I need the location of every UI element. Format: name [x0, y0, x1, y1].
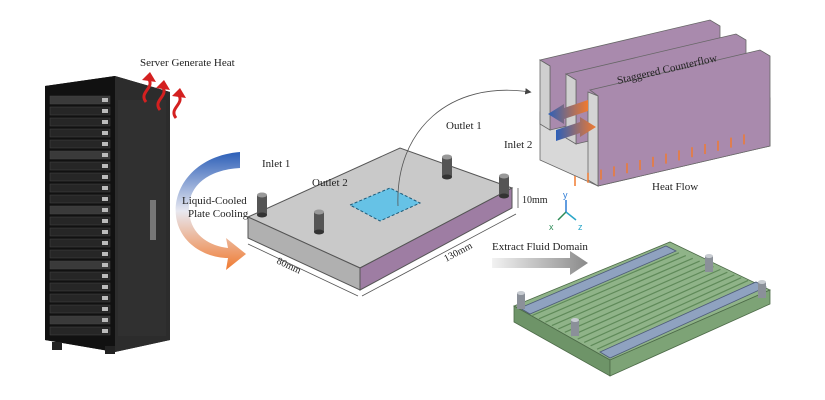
inlet-1-pipe: [257, 192, 267, 218]
rack-unit: [49, 249, 111, 259]
server-heat-label: Server Generate Heat: [140, 57, 235, 69]
rack-led: [102, 153, 108, 157]
rack-unit: [49, 326, 111, 336]
rack-unit: [49, 227, 111, 237]
axis-y-label: y: [563, 190, 568, 200]
rack-led: [102, 318, 108, 322]
rack-led: [102, 120, 108, 124]
fluid-channel: [564, 266, 714, 333]
rack-unit: [49, 128, 111, 138]
outlet-2-pipe: [314, 209, 324, 235]
dim-height-label: 10mm: [522, 195, 548, 206]
heat-flow-label: Heat Flow: [652, 181, 698, 193]
fluid-pipe-4: [758, 280, 766, 298]
server-rack: [45, 76, 170, 354]
fluid-channel: [570, 268, 721, 337]
rack-led: [102, 285, 108, 289]
rack-unit: [49, 139, 111, 149]
fluid-channel: [545, 257, 694, 323]
rack-unit: [49, 271, 111, 281]
rack-led: [102, 98, 108, 102]
rack-unit: [49, 117, 111, 127]
fluid-channel: [551, 260, 700, 327]
axis-x-label: x: [549, 222, 554, 232]
fluid-channel: [532, 252, 680, 316]
rack-led: [102, 274, 108, 278]
inlet-2-pipe: [499, 173, 509, 199]
extract-label: Extract Fluid Domain: [492, 241, 588, 253]
fluid-channel: [590, 277, 742, 347]
rack-unit: [49, 95, 111, 105]
fluid-channel: [583, 274, 735, 344]
rack-unit: [49, 260, 111, 270]
rack-led: [102, 109, 108, 113]
rack-unit: [49, 106, 111, 116]
fluid-channel: [596, 279, 749, 350]
heat-arrows: [142, 72, 186, 119]
axis-triad: [557, 200, 577, 221]
fluid-channel: [538, 254, 687, 320]
rack-led: [102, 197, 108, 201]
fluid-pipe-2: [705, 254, 713, 272]
rack-unit: [49, 238, 111, 248]
rack-led: [102, 175, 108, 179]
cooling-label-line2: Plate Cooling: [188, 208, 249, 220]
heat-flow-ticks: [574, 134, 745, 186]
dim-length-label: 130mm: [442, 240, 474, 264]
rack-unit: [49, 205, 111, 215]
heat-source-zone: [348, 187, 422, 222]
axis-z-label: z: [578, 222, 583, 232]
rack-led: [102, 230, 108, 234]
fluid-channel: [558, 263, 707, 330]
rack-unit: [49, 304, 111, 314]
rack-unit: [49, 194, 111, 204]
rack-units: [49, 95, 111, 336]
rack-unit: [49, 161, 111, 171]
rack-led: [102, 329, 108, 333]
rack-unit: [49, 150, 111, 160]
rack-unit: [49, 183, 111, 193]
inlet-2-label: Inlet 2: [504, 139, 532, 151]
cold-plate: [246, 147, 519, 297]
rack-led: [102, 164, 108, 168]
rack-led: [102, 208, 108, 212]
inlet-1-label: Inlet 1: [262, 158, 290, 170]
rack-led: [102, 241, 108, 245]
fluid-pipe-1: [571, 318, 579, 336]
rack-led: [102, 307, 108, 311]
rack-led: [102, 252, 108, 256]
outlet-2-label: Outlet 2: [312, 177, 348, 189]
rack-led: [102, 263, 108, 267]
cooling-curve-arrow: [175, 152, 246, 270]
fluid-channel: [577, 271, 728, 340]
connector-arrow: [397, 88, 532, 207]
rack-led: [102, 296, 108, 300]
rack-unit: [49, 315, 111, 325]
fluid-domain: [513, 241, 771, 377]
outlet-1-label: Outlet 1: [446, 120, 482, 132]
rack-led: [102, 131, 108, 135]
staggered-channels: [538, 19, 771, 187]
rack-unit: [49, 293, 111, 303]
fluid-pipe-3: [517, 291, 525, 309]
rack-led: [102, 186, 108, 190]
rack-led: [102, 142, 108, 146]
extract-arrow: [492, 251, 588, 275]
rack-unit: [49, 216, 111, 226]
outlet-1-pipe: [442, 154, 452, 180]
rack-unit: [49, 282, 111, 292]
cooling-label-line1: Liquid-Cooled: [182, 195, 247, 207]
rack-unit: [49, 172, 111, 182]
rack-led: [102, 219, 108, 223]
